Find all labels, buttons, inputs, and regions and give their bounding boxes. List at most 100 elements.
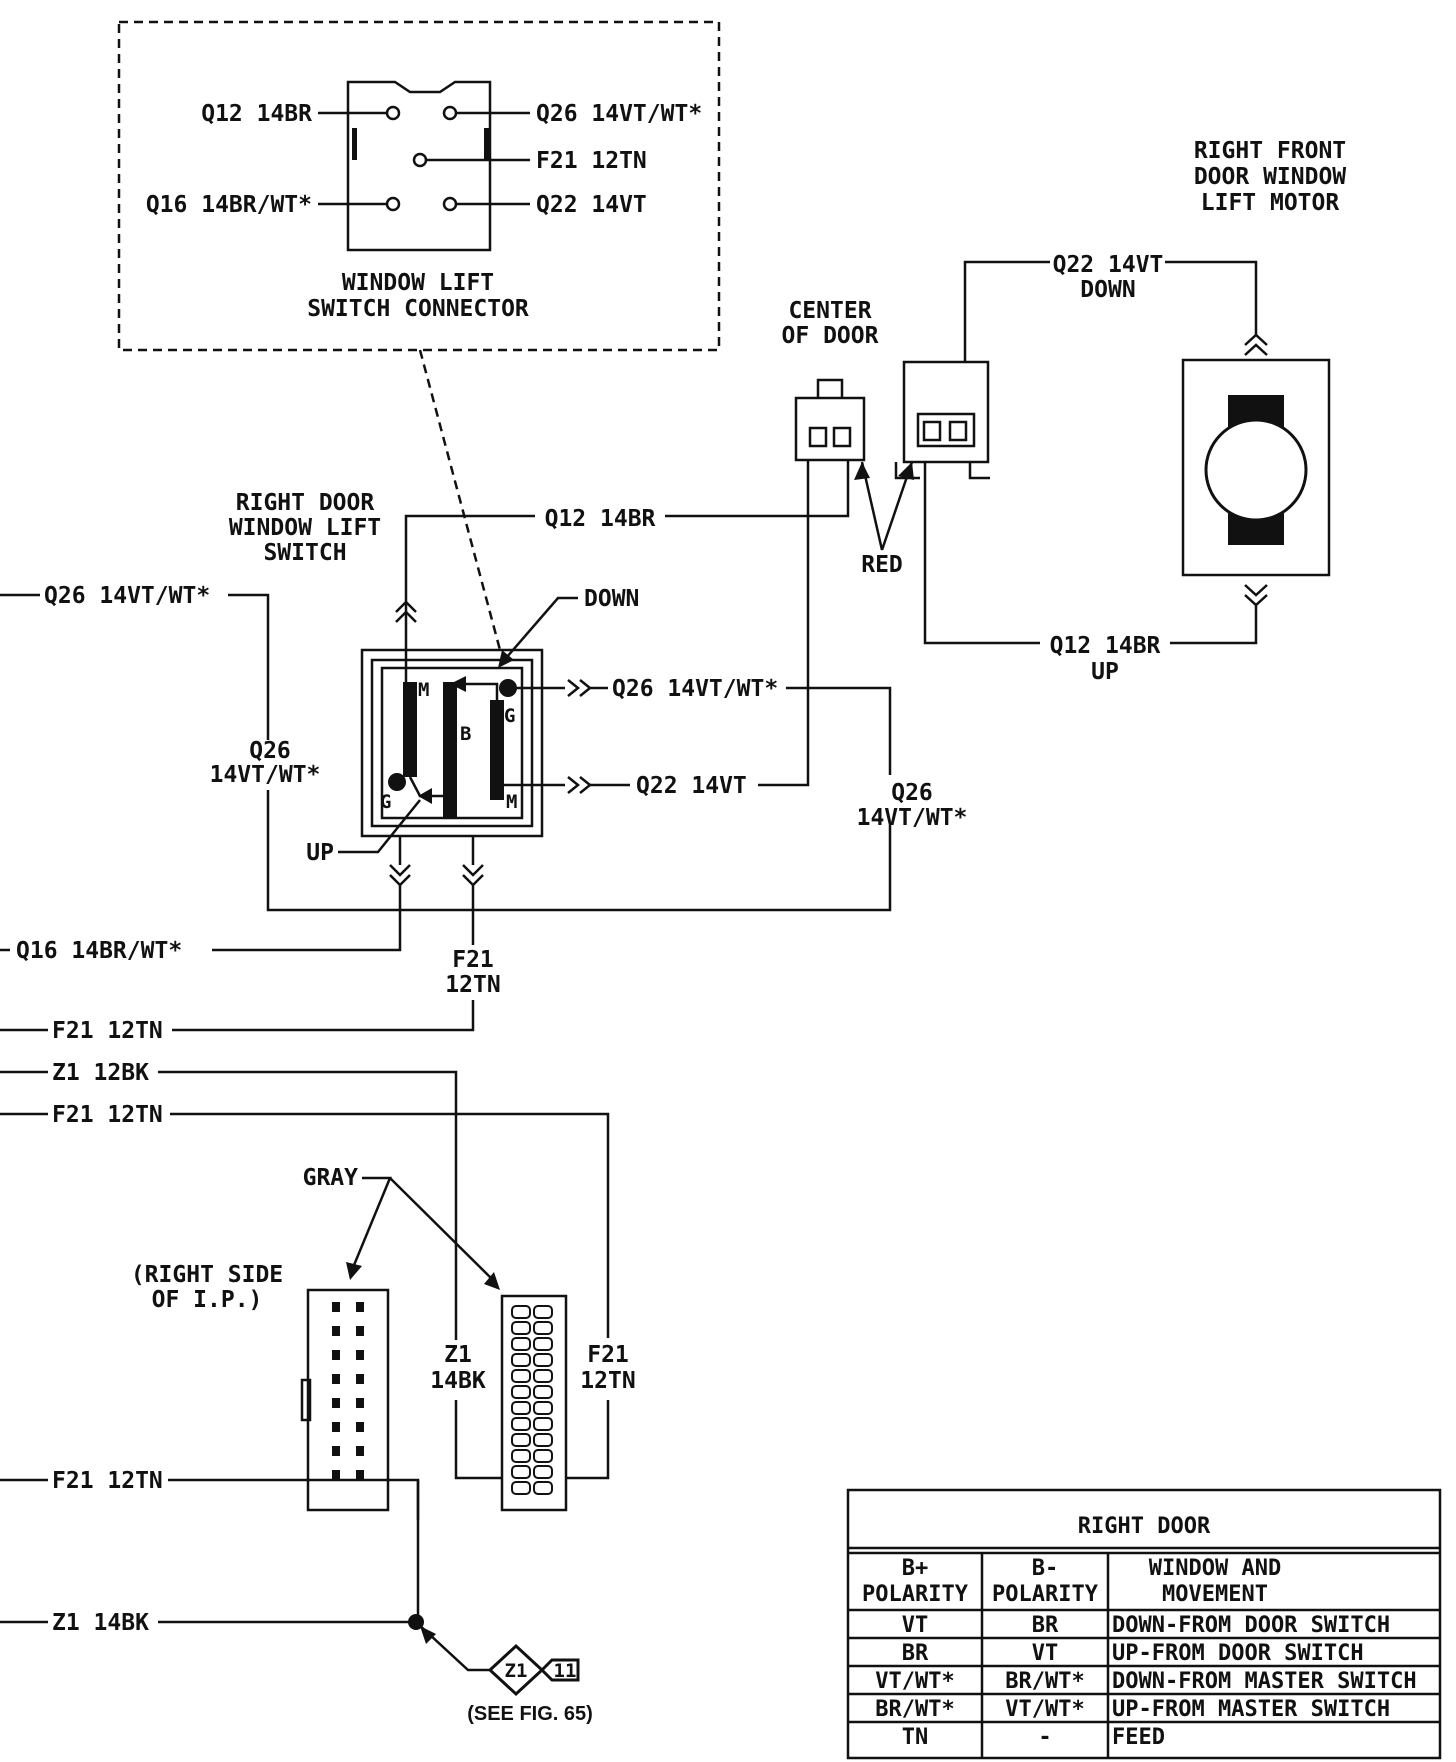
motor-title-line2: DOOR WINDOW xyxy=(1194,164,1346,190)
ip-left-pins xyxy=(332,1302,364,1480)
ip-right-pin xyxy=(511,1321,531,1335)
ip-right-pin xyxy=(511,1417,531,1431)
motor-bottom-dir-label: UP xyxy=(1091,659,1119,685)
ip-right-pin xyxy=(511,1337,531,1351)
ground-id: Z1 xyxy=(505,1660,528,1682)
wire-label-f21-vert-2: 12TN xyxy=(445,972,500,998)
ip-left-pin xyxy=(332,1470,340,1480)
ip-right-pin xyxy=(533,1305,553,1319)
ip-right-pin xyxy=(511,1353,531,1367)
motor-bottom-terminal xyxy=(1244,584,1268,607)
table-header-move-2: MOVEMENT xyxy=(1162,1582,1268,1607)
wire-label-f21-vert2-1: F21 xyxy=(587,1342,629,1368)
table-cell: BR xyxy=(1032,1613,1059,1638)
center-door-color: RED xyxy=(861,552,903,578)
ip-left-pin xyxy=(356,1350,364,1360)
ip-right-pin xyxy=(533,1321,553,1335)
table-cell: BR/WT* xyxy=(1005,1669,1084,1694)
motor-armature xyxy=(1204,418,1308,522)
ip-connector-left xyxy=(306,1288,390,1512)
table-cell: BR xyxy=(902,1641,929,1666)
switch-contact-m2 xyxy=(490,700,504,800)
door-switch-title-line1: RIGHT DOOR xyxy=(236,490,375,516)
ip-left-pin xyxy=(332,1374,340,1384)
wire-label-q26-out: Q26 14VT/WT* xyxy=(612,676,778,702)
door-switch-title-line3: SWITCH xyxy=(263,540,346,566)
left-connector-body xyxy=(794,396,866,462)
table-cell: - xyxy=(1038,1725,1051,1750)
switch-connector-inset: Q12 14BR Q26 14VT/WT* F21 12TN Q16 14BR/… xyxy=(117,20,721,352)
wire-label-f21-vert2-2: 12TN xyxy=(580,1368,635,1394)
wire-label-q16-left: Q16 14BR/WT* xyxy=(16,938,182,964)
inset-leader-line xyxy=(418,349,502,651)
left-connector-cavity-1 xyxy=(808,426,828,448)
switch-pin-g2: G xyxy=(504,705,515,727)
wire-label-q26-vert-right-1: Q26 xyxy=(891,780,933,806)
pin-label-q12: Q12 14BR xyxy=(201,101,312,127)
switch-contact-b xyxy=(443,682,457,817)
ground-symbol: Z1 11 (SEE FIG. 65) xyxy=(467,1643,593,1725)
ip-right-pin xyxy=(511,1305,531,1319)
center-door-connectors: CENTER OF DOOR RED xyxy=(782,298,990,578)
ip-right-pin xyxy=(511,1433,531,1447)
ip-right-pin xyxy=(533,1417,553,1431)
table-header-bminus-2: POLARITY xyxy=(992,1582,1099,1607)
ip-right-pin xyxy=(533,1465,553,1479)
ip-right-pin xyxy=(533,1369,553,1383)
ip-right-pin xyxy=(533,1433,553,1447)
ip-right-pin xyxy=(511,1481,531,1495)
switch-terminal-g1 xyxy=(388,773,406,791)
ip-right-pin xyxy=(533,1337,553,1351)
table-frame xyxy=(846,1488,1442,1760)
table-header-bminus-1: B- xyxy=(1032,1556,1059,1581)
table-cell: FEED xyxy=(1112,1725,1165,1750)
table-cell: VT/WT* xyxy=(875,1669,954,1694)
ip-title-line1: (RIGHT SIDE xyxy=(131,1262,283,1288)
table-cell: BR/WT* xyxy=(875,1697,954,1722)
ip-right-pins xyxy=(511,1305,553,1495)
inset-dashed-frame xyxy=(117,20,721,352)
wire-label-f21-left3: F21 12TN xyxy=(52,1468,163,1494)
wire-label-q26-vert-left-2: 14VT/WT* xyxy=(210,762,321,788)
ground-ref: (SEE FIG. 65) xyxy=(467,1703,593,1725)
table-cell: UP-FROM MASTER SWITCH xyxy=(1112,1697,1390,1722)
table-title: RIGHT DOOR xyxy=(1078,1514,1211,1539)
pin-label-q16: Q16 14BR/WT* xyxy=(146,192,312,218)
pin-label-q26: Q26 14VT/WT* xyxy=(536,101,702,127)
switch-pin-m1: M xyxy=(418,679,429,701)
ip-left-pin xyxy=(356,1446,364,1456)
switch-up-label: UP xyxy=(306,840,334,866)
connector-key-right xyxy=(484,128,489,160)
polarity-table: RIGHT DOOR B+ POLARITY B- POLARITY WINDO… xyxy=(846,1488,1442,1760)
ip-left-pin xyxy=(332,1326,340,1336)
right-connector-cavity-1 xyxy=(922,420,942,442)
ip-left-pin xyxy=(356,1422,364,1432)
ip-left-pin xyxy=(356,1374,364,1384)
ip-right-pin xyxy=(511,1449,531,1463)
ip-left-pin xyxy=(332,1398,340,1408)
wire-label-q26-vert-right-2: 14VT/WT* xyxy=(857,805,968,831)
ip-left-pin xyxy=(332,1350,340,1360)
wire-label-q22-out: Q22 14VT xyxy=(636,773,747,799)
ip-right-pin xyxy=(511,1385,531,1399)
switch-down-label: DOWN xyxy=(584,586,639,612)
ip-right-pin xyxy=(511,1465,531,1479)
table-cell: VT/WT* xyxy=(1005,1697,1084,1722)
pin-label-q22: Q22 14VT xyxy=(536,192,647,218)
ip-right-pin xyxy=(533,1481,553,1495)
door-window-switch: RIGHT DOOR WINDOW LIFT SWITCH M B G G M … xyxy=(229,490,640,866)
ip-color-label: GRAY xyxy=(303,1165,359,1191)
switch-pin-b: B xyxy=(460,723,471,745)
lift-motor: RIGHT FRONT DOOR WINDOW LIFT MOTOR xyxy=(1181,138,1346,607)
ip-left-pin xyxy=(356,1470,364,1480)
wire-label-q26-left: Q26 14VT/WT* xyxy=(44,583,210,609)
table-cell: VT xyxy=(902,1613,929,1638)
motor-top-dir-label: DOWN xyxy=(1080,277,1135,303)
ip-right-pin xyxy=(533,1385,553,1399)
switch-wiper-down xyxy=(455,682,499,700)
center-door-title-line2: OF DOOR xyxy=(782,323,879,349)
table-cell: TN xyxy=(902,1725,929,1750)
table-header-bplus-1: B+ xyxy=(902,1556,929,1581)
center-door-title-line1: CENTER xyxy=(788,298,871,324)
